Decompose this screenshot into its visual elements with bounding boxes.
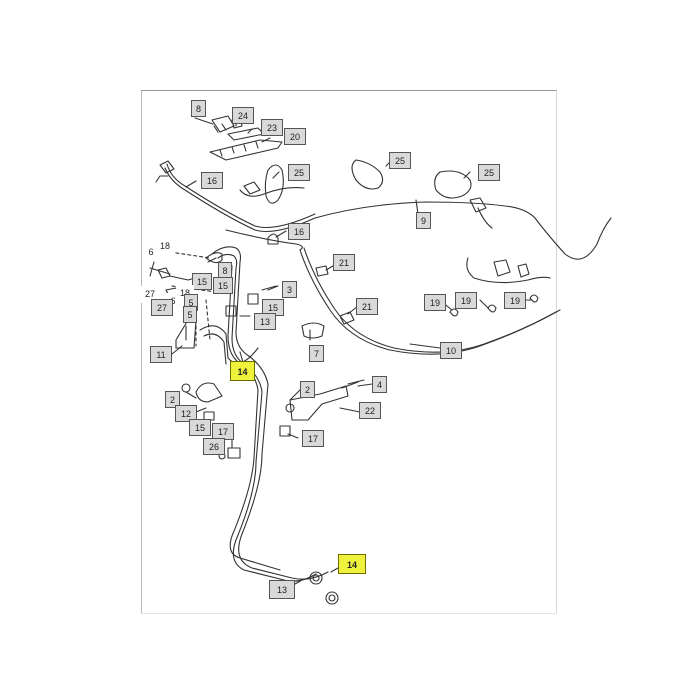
callout-21: 21: [356, 298, 378, 315]
hydraulic-line-14: [211, 246, 329, 580]
callout-23: 23: [261, 119, 283, 136]
callout-16: 16: [288, 223, 310, 240]
callout-26: 26: [203, 438, 225, 455]
bracket-11: [175, 319, 197, 349]
callout-27: 27: [141, 286, 159, 303]
callout-2: 2: [300, 381, 315, 398]
callout-8: 8: [191, 100, 206, 117]
callout-6: 6: [145, 244, 157, 261]
callout-15: 15: [189, 419, 211, 436]
bracket-22: [289, 385, 349, 421]
seal-25b: [351, 159, 384, 190]
harness-9: [164, 167, 612, 260]
callout-19: 19: [504, 292, 526, 309]
callout-2: 2: [165, 391, 180, 408]
diagram-frame: [141, 90, 557, 614]
callout-21: 21: [333, 254, 355, 271]
callout-7: 7: [309, 345, 324, 362]
callout-13: 13: [269, 580, 295, 599]
callout-24: 24: [232, 107, 254, 124]
callout-15: 15: [213, 277, 233, 294]
callout-9: 9: [416, 212, 431, 229]
callout-19: 19: [455, 292, 477, 309]
callout-8: 8: [218, 262, 232, 279]
callout-20: 20: [284, 128, 306, 145]
callout-25: 25: [478, 164, 500, 181]
callout-11: 11: [150, 346, 172, 363]
callout-3: 3: [282, 281, 297, 298]
callout-25: 25: [389, 152, 411, 169]
plug-7: [301, 322, 325, 339]
callout-17: 17: [302, 430, 324, 447]
bracket-12: [195, 382, 223, 403]
callout-15: 15: [192, 273, 212, 290]
callout-27: 27: [151, 299, 173, 316]
seal-25c: [434, 170, 472, 199]
callout-19: 19: [424, 294, 446, 311]
callout-14-highlight: 14: [338, 554, 366, 574]
callout-13: 13: [254, 313, 276, 330]
callout-22: 22: [359, 402, 381, 419]
callout-12: 12: [175, 405, 197, 422]
callout-25: 25: [288, 164, 310, 181]
callout-18: 18: [156, 238, 174, 255]
callout-10: 10: [440, 342, 462, 359]
callout-4: 4: [372, 376, 387, 393]
callout-5: 5: [183, 306, 197, 323]
callout-14-highlight: 14: [230, 361, 255, 381]
seal-25a: [264, 164, 284, 204]
callout-16: 16: [201, 172, 223, 189]
